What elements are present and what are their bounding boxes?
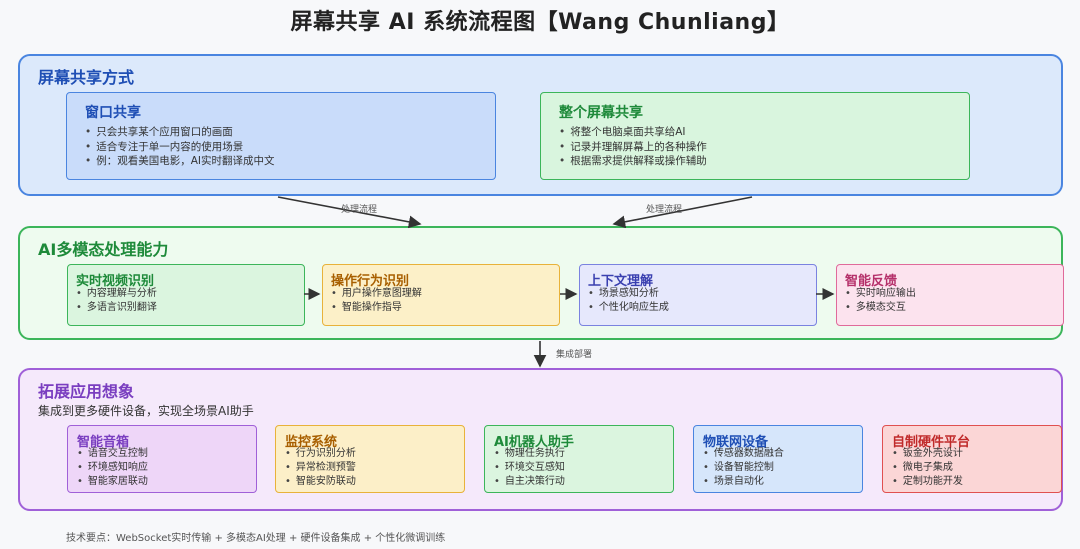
list-item: 自主决策行动 [494, 475, 565, 489]
full-share-title: 整个屏幕共享 [559, 105, 643, 121]
list-item: 实时响应输出 [845, 287, 916, 301]
process-card-title: 智能反馈 [845, 274, 898, 289]
app-card-iot: 物联网设备 传感器数据融合 设备智能控制 场景自动化 [693, 425, 863, 493]
arrow-label-integrate: 集成部署 [556, 350, 593, 360]
list-item: 智能家居联动 [77, 475, 148, 489]
window-share-card: 窗口共享 只会共享某个应用窗口的画面 适合专注于单一内容的使用场景 例：观看美国… [66, 92, 496, 180]
list-item: 用户操作意图理解 [331, 287, 422, 301]
list-item: 环境交互感知 [494, 461, 565, 475]
list-item: 场景自动化 [703, 475, 784, 489]
list-item: 钣金外壳设计 [892, 447, 963, 461]
app-card-list: 传感器数据融合 设备智能控制 场景自动化 [703, 447, 784, 489]
list-item: 多语言识别翻译 [76, 301, 157, 315]
arrow-label-process-right: 处理流程 [646, 205, 683, 215]
list-item: 将整个电脑桌面共享给AI [559, 125, 707, 140]
list-item: 只会共享某个应用窗口的画面 [85, 125, 274, 140]
app-card-monitor: 监控系统 行为识别分析 异常检测预警 智能安防联动 [275, 425, 465, 493]
processing-section-title: AI多模态处理能力 [38, 240, 169, 259]
app-card-list: 物理任务执行 环境交互感知 自主决策行动 [494, 447, 565, 489]
process-card-video: 实时视频识别 内容理解与分析 多语言识别翻译 [67, 264, 305, 326]
full-share-list: 将整个电脑桌面共享给AI 记录并理解屏幕上的各种操作 根据需求提供解释或操作辅助 [559, 125, 707, 169]
window-share-list: 只会共享某个应用窗口的画面 适合专注于单一内容的使用场景 例：观看美国电影，AI… [85, 125, 274, 169]
page-title: 屏幕共享 AI 系统流程图【Wang Chunliang】 [290, 10, 790, 35]
expansion-subtitle: 集成到更多硬件设备，实现全场景AI助手 [38, 404, 254, 418]
footer-note: 技术要点：WebSocket实时传输 + 多模态AI处理 + 硬件设备集成 + … [66, 533, 446, 544]
process-card-context: 上下文理解 场景感知分析 个性化响应生成 [579, 264, 817, 326]
sharing-section: 屏幕共享方式 窗口共享 只会共享某个应用窗口的画面 适合专注于单一内容的使用场景… [18, 54, 1063, 196]
list-item: 设备智能控制 [703, 461, 784, 475]
list-item: 定制功能开发 [892, 475, 963, 489]
list-item: 例：观看美国电影，AI实时翻译成中文 [85, 154, 274, 169]
list-item: 记录并理解屏幕上的各种操作 [559, 140, 707, 155]
list-item: 微电子集成 [892, 461, 963, 475]
list-item: 物理任务执行 [494, 447, 565, 461]
list-item: 场景感知分析 [588, 287, 669, 301]
list-item: 智能操作指导 [331, 301, 422, 315]
list-item: 根据需求提供解释或操作辅助 [559, 154, 707, 169]
app-card-robot: AI机器人助手 物理任务执行 环境交互感知 自主决策行动 [484, 425, 674, 493]
list-item: 多模态交互 [845, 301, 916, 315]
app-card-list: 行为识别分析 异常检测预警 智能安防联动 [285, 447, 356, 489]
process-card-list: 场景感知分析 个性化响应生成 [588, 287, 669, 315]
process-card-list: 用户操作意图理解 智能操作指导 [331, 287, 422, 315]
process-card-title: 实时视频识别 [76, 274, 155, 289]
expansion-section: 拓展应用想象 集成到更多硬件设备，实现全场景AI助手 智能音箱 语音交互控制 环… [18, 368, 1063, 511]
process-card-list: 内容理解与分析 多语言识别翻译 [76, 287, 157, 315]
process-card-behavior: 操作行为识别 用户操作意图理解 智能操作指导 [322, 264, 560, 326]
list-item: 异常检测预警 [285, 461, 356, 475]
arrow-label-process-left: 处理流程 [341, 205, 378, 215]
list-item: 语音交互控制 [77, 447, 148, 461]
list-item: 个性化响应生成 [588, 301, 669, 315]
list-item: 环境感知响应 [77, 461, 148, 475]
app-card-hardware: 自制硬件平台 钣金外壳设计 微电子集成 定制功能开发 [882, 425, 1062, 493]
process-card-feedback: 智能反馈 实时响应输出 多模态交互 [836, 264, 1064, 326]
app-card-list: 语音交互控制 环境感知响应 智能家居联动 [77, 447, 148, 489]
list-item: 内容理解与分析 [76, 287, 157, 301]
list-item: 行为识别分析 [285, 447, 356, 461]
app-card-list: 钣金外壳设计 微电子集成 定制功能开发 [892, 447, 963, 489]
list-item: 传感器数据融合 [703, 447, 784, 461]
list-item: 适合专注于单一内容的使用场景 [85, 140, 274, 155]
list-item: 智能安防联动 [285, 475, 356, 489]
arrow-full-to-processing [612, 196, 753, 229]
processing-section: AI多模态处理能力 实时视频识别 内容理解与分析 多语言识别翻译 操作行为识别 … [18, 226, 1064, 340]
process-card-list: 实时响应输出 多模态交互 [845, 287, 916, 315]
process-card-title: 上下文理解 [588, 274, 654, 289]
expansion-section-title: 拓展应用想象 [38, 382, 135, 401]
app-card-speaker: 智能音箱 语音交互控制 环境感知响应 智能家居联动 [67, 425, 257, 493]
process-card-title: 操作行为识别 [331, 274, 410, 289]
sharing-section-title: 屏幕共享方式 [38, 68, 135, 87]
full-share-card: 整个屏幕共享 将整个电脑桌面共享给AI 记录并理解屏幕上的各种操作 根据需求提供… [540, 92, 970, 180]
window-share-title: 窗口共享 [85, 105, 141, 121]
